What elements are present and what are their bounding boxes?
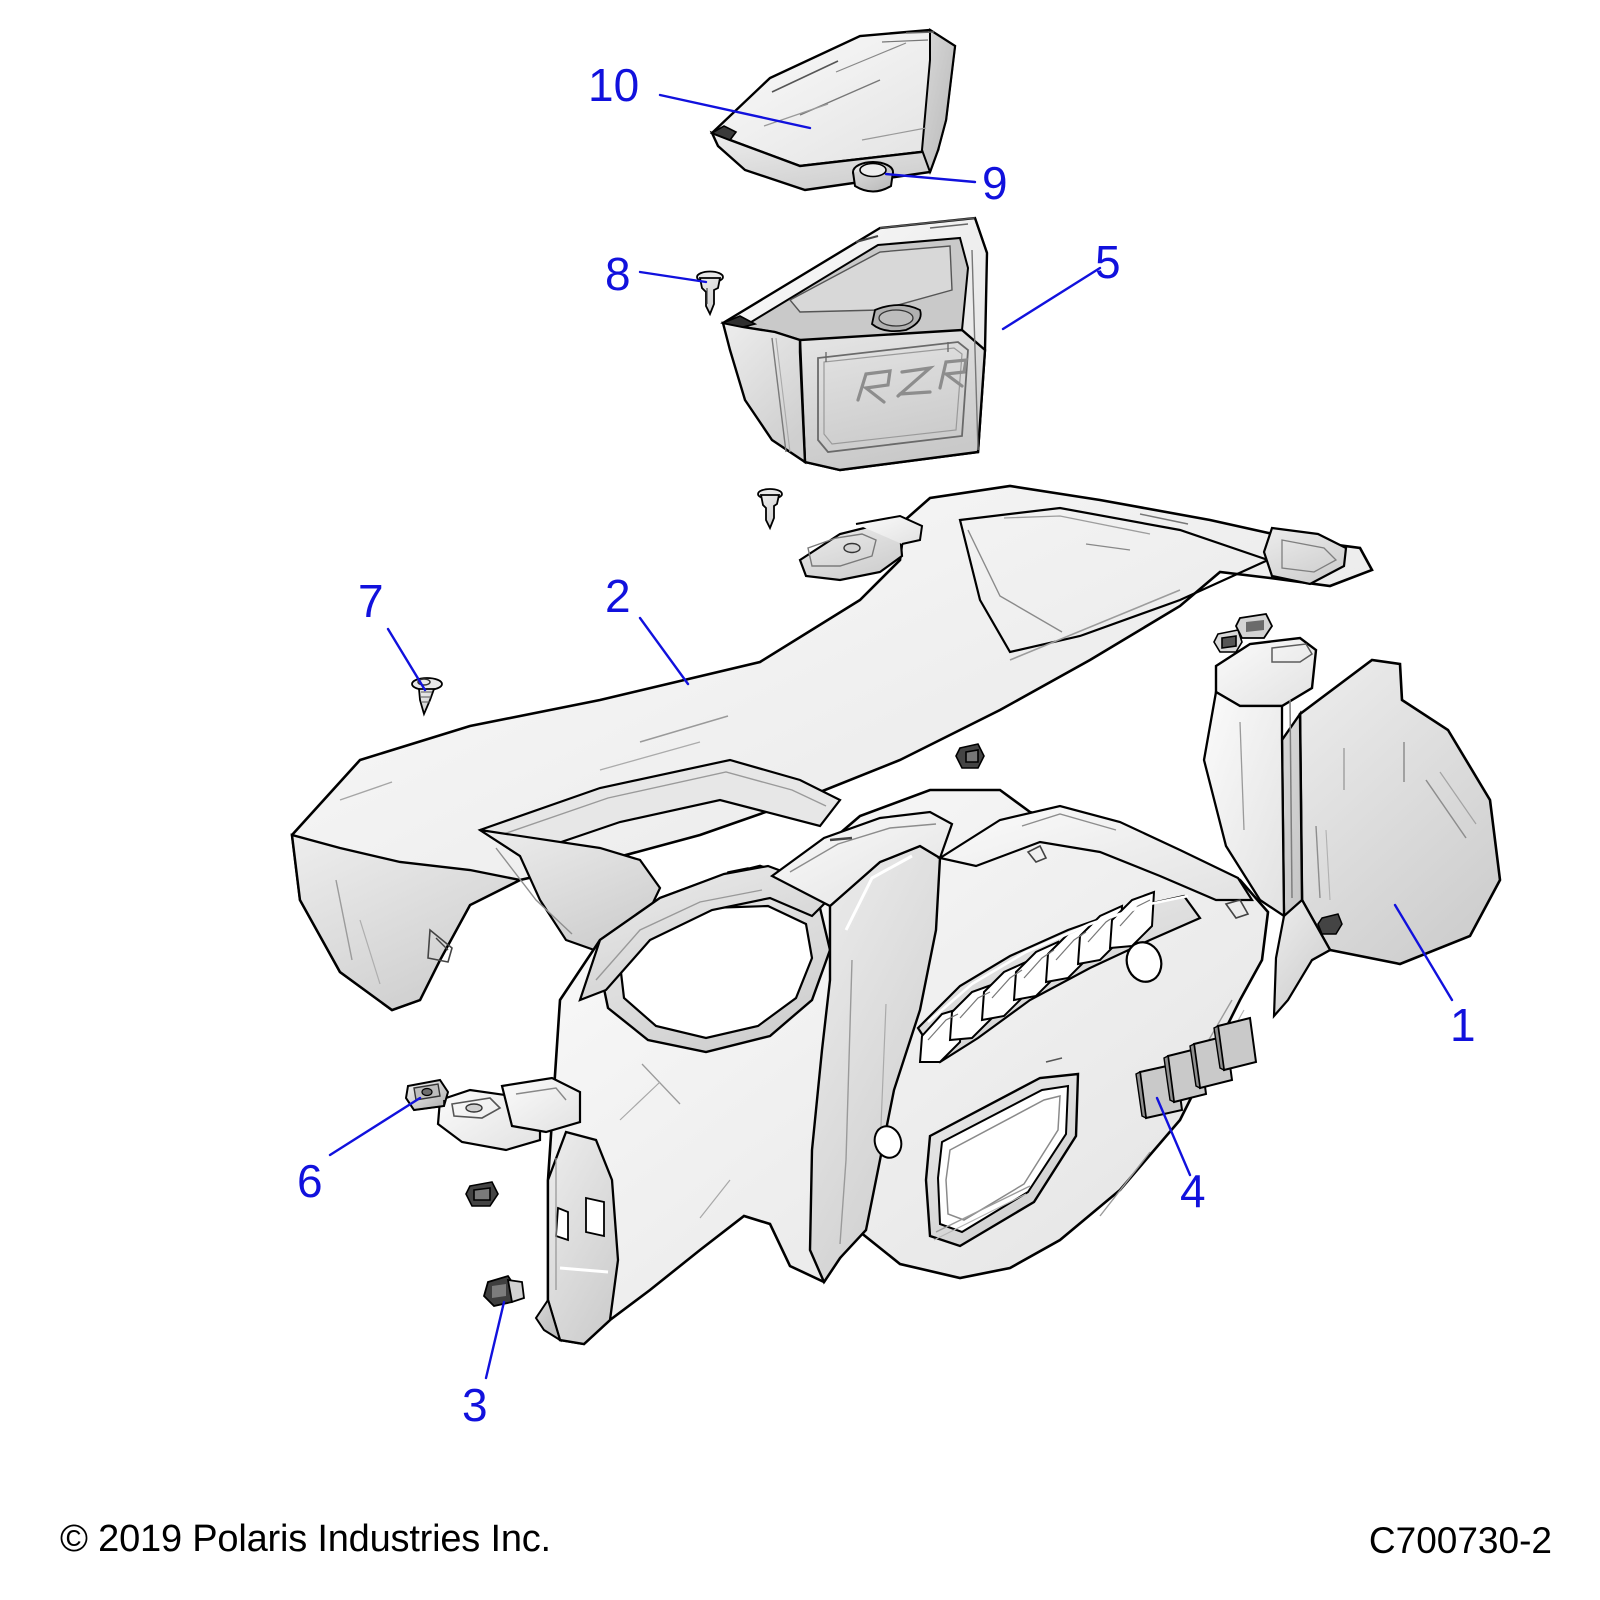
part-clip-nut xyxy=(404,1078,450,1112)
copyright-notice: © 2019 Polaris Industries Inc. xyxy=(60,1518,551,1560)
leader-line-8 xyxy=(638,270,708,284)
callout-leader-lines xyxy=(328,93,1454,1380)
part-switch-blank-plugs xyxy=(1135,1016,1258,1120)
part-glove-box-housing xyxy=(720,216,989,472)
part-main-dash-panel xyxy=(436,788,1270,1346)
leader-line-2 xyxy=(638,616,690,686)
leader-line-5 xyxy=(1001,266,1102,331)
callout-number-10[interactable]: 10 xyxy=(588,59,640,111)
callout-number-6[interactable]: 6 xyxy=(297,1155,323,1207)
callout-number-3[interactable]: 3 xyxy=(462,1379,488,1431)
part-number-label: C700730-2 xyxy=(1368,1520,1552,1561)
part-push-rivet-upper xyxy=(696,270,724,317)
callout-number-7[interactable]: 7 xyxy=(358,575,384,627)
callout-number-4[interactable]: 4 xyxy=(1180,1165,1206,1217)
callout-number-8[interactable]: 8 xyxy=(605,248,631,300)
part-screw xyxy=(411,677,443,717)
part-right-side-panel xyxy=(1202,613,1502,1020)
footer: © 2019 Polaris Industries Inc. C700730-2 xyxy=(0,1480,1600,1600)
callout-number-9[interactable]: 9 xyxy=(982,157,1008,209)
leader-line-1 xyxy=(1393,903,1454,1002)
leader-line-9 xyxy=(884,172,977,184)
leader-line-10 xyxy=(658,93,812,130)
part-glove-box-door xyxy=(709,28,957,192)
callout-number-1[interactable]: 1 xyxy=(1450,999,1476,1051)
leader-line-6 xyxy=(328,1096,422,1157)
part-push-clip-lower xyxy=(482,1274,525,1307)
leader-line-7 xyxy=(386,627,427,692)
part-grommet-plug xyxy=(852,161,894,193)
part-dash-upper-pad xyxy=(290,484,1374,1012)
leader-line-4 xyxy=(1155,1096,1192,1177)
part-push-rivet-mid xyxy=(757,488,783,531)
callout-number-2[interactable]: 2 xyxy=(605,570,631,622)
callout-number-5[interactable]: 5 xyxy=(1095,236,1121,288)
leader-line-3 xyxy=(484,1300,506,1380)
